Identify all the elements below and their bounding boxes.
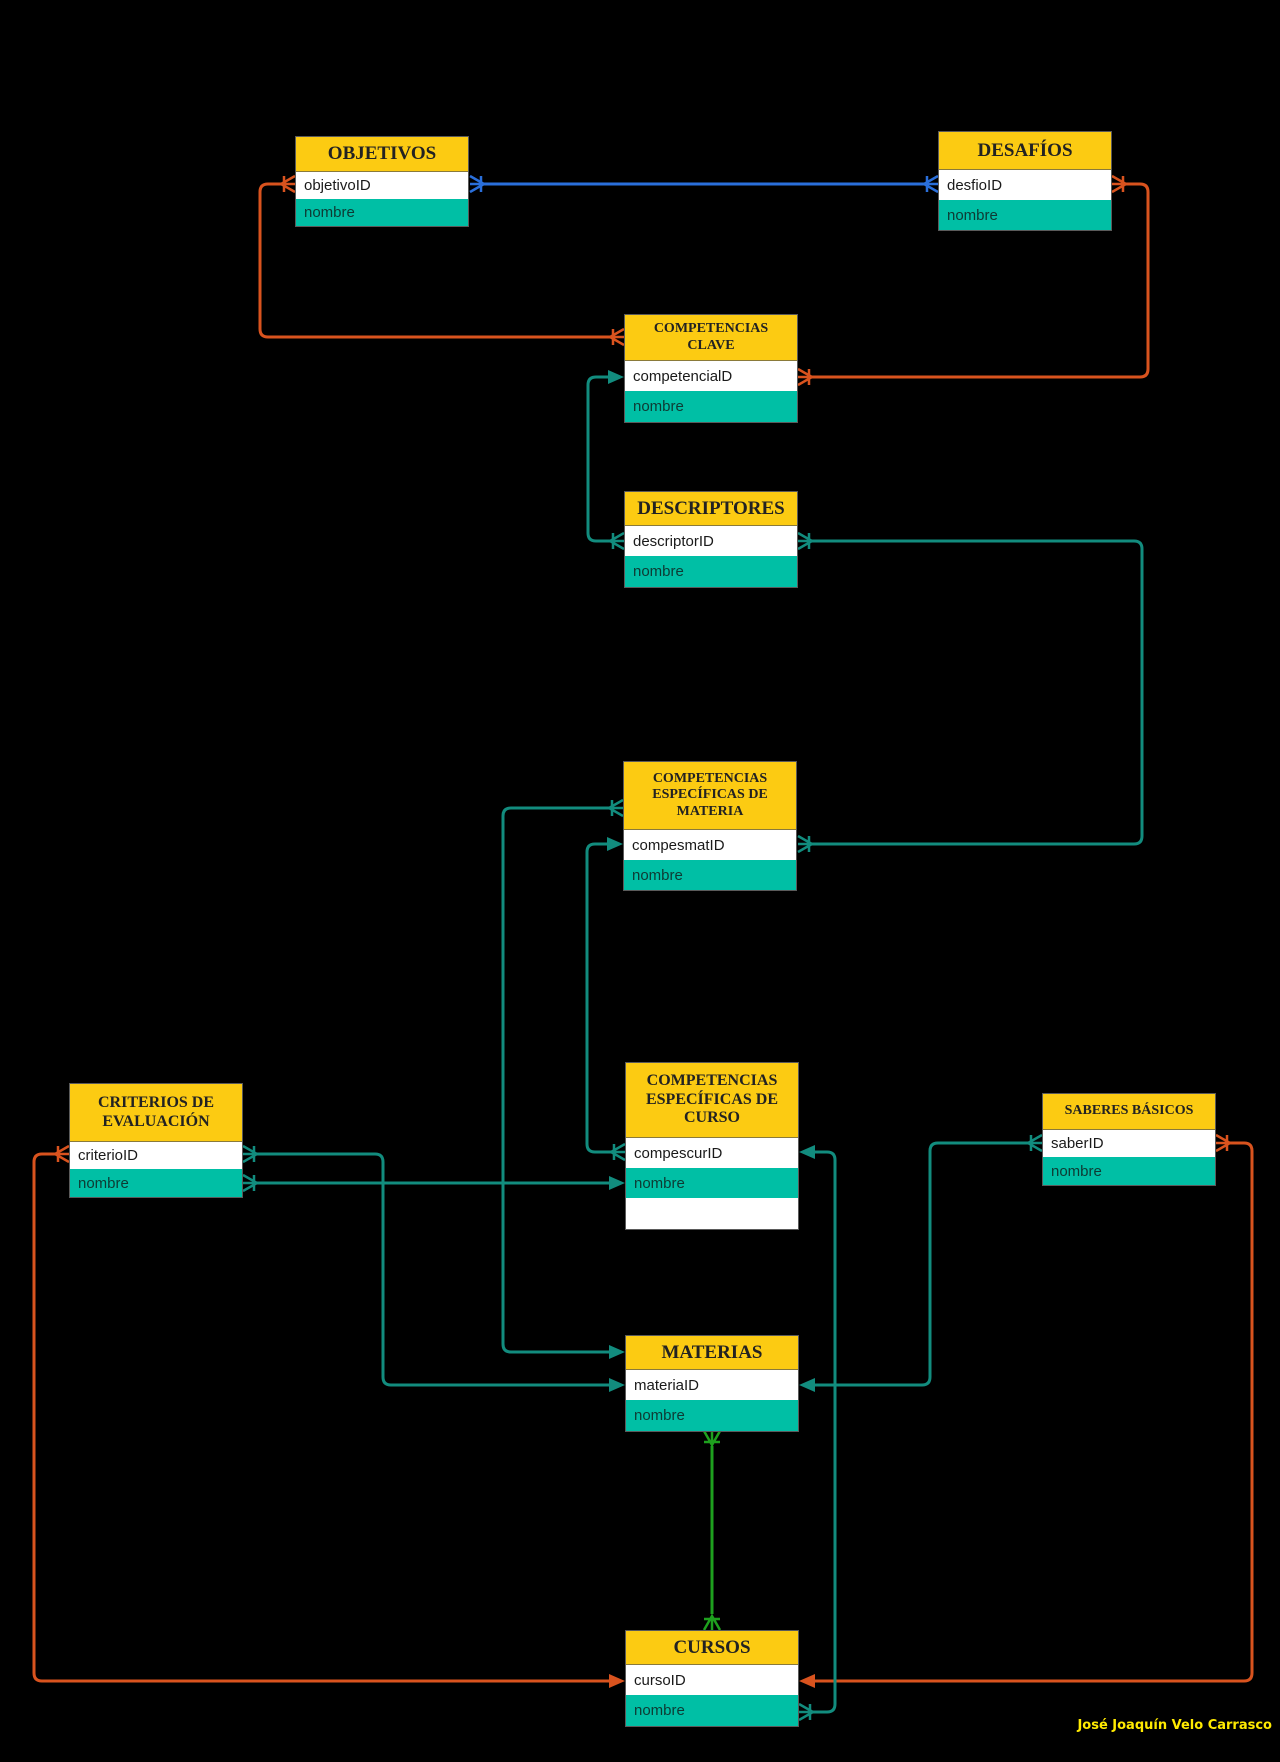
author-credit: José Joaquín Velo Carrasco [1077, 1718, 1272, 1733]
arrow-materias-key-left [609, 1378, 625, 1392]
crowfoot-saberes-right [1215, 1133, 1233, 1153]
entity-title: OBJETIVOS [296, 137, 468, 172]
entity-attribute-field: nombre [70, 1169, 242, 1197]
entity-criterios-evaluacion[interactable]: CRITERIOS DE EVALUACIÓN criterioID nombr… [69, 1083, 243, 1198]
crowfoot-criterios-attr [242, 1173, 260, 1193]
entity-attribute-field: nombre [939, 200, 1111, 230]
entity-key-field: descriptorID [625, 526, 797, 556]
link-criterios-cursos [32, 1152, 609, 1683]
entity-title: CRITERIOS DE EVALUACIÓN [70, 1084, 242, 1142]
arrow-materias-key-right [799, 1378, 815, 1392]
entity-title: CURSOS [626, 1631, 798, 1665]
crowfoot-comp-esp-materia-top [606, 798, 624, 818]
entity-key-field: cursoID [626, 1665, 798, 1695]
crowfoot-materias-bottom [702, 1430, 722, 1448]
entity-title: MATERIAS [626, 1336, 798, 1370]
entity-title: DESCRIPTORES [625, 492, 797, 526]
entity-key-field: compescurID [626, 1138, 798, 1168]
entity-key-field: desfioID [939, 170, 1111, 200]
entity-materias[interactable]: MATERIAS materiaID nombre [625, 1335, 799, 1432]
entity-title: DESAFÍOS [939, 132, 1111, 170]
crowfoot-competencias-clave-top [607, 327, 625, 347]
entity-attribute-field: nombre [625, 556, 797, 587]
crowfoot-objetivos-left [278, 174, 296, 194]
entity-key-field: saberID [1043, 1130, 1215, 1157]
crowfoot-comp-esp-curso-key [608, 1142, 626, 1162]
crowfoot-descriptores-left [607, 531, 625, 551]
entity-title: COMPETENCIAS CLAVE [625, 315, 797, 361]
entity-descriptores[interactable]: DESCRIPTORES descriptorID nombre [624, 491, 798, 588]
entity-title: COMPETENCIAS ESPECÍFICAS DE CURSO [626, 1063, 798, 1138]
entity-competencias-especificas-materia[interactable]: COMPETENCIAS ESPECÍFICAS DE MATERIA comp… [623, 761, 797, 891]
link-saberes-materias [815, 1141, 1028, 1387]
arrow-comp-esp-curso-key [799, 1145, 815, 1159]
crowfoot-comp-esp-materia-key [797, 834, 815, 854]
crowfoot-descriptores-right [797, 531, 815, 551]
entity-cursos[interactable]: CURSOS cursoID nombre [625, 1630, 799, 1727]
link-comp-esp-curso-cursos [813, 1150, 837, 1714]
arrow-materias-top [609, 1345, 625, 1359]
entity-desafios[interactable]: DESAFÍOS desfioID nombre [938, 131, 1112, 231]
link-criterios-materias [257, 1152, 609, 1387]
crowfoot-competencias-clave-key [797, 367, 815, 387]
entity-key-field: criterioID [70, 1142, 242, 1169]
arrow-comp-esp-materia-key [607, 837, 623, 851]
arrow-competencias-clave [608, 370, 624, 384]
entity-title: SABERES BÁSICOS [1043, 1094, 1215, 1130]
crowfoot-saberes-left [1025, 1133, 1043, 1153]
link-descriptores-comp-esp-materia [812, 539, 1144, 846]
arrow-cursos-key-right [799, 1674, 815, 1688]
link-comp-esp-materia-comp-esp-curso [585, 842, 611, 1154]
entity-attribute-field: nombre [296, 199, 468, 226]
crowfoot-cursos-attr [798, 1702, 816, 1722]
entity-saberes-basicos[interactable]: SABERES BÁSICOS saberID nombre [1042, 1093, 1216, 1186]
entity-competencias-clave[interactable]: COMPETENCIAS CLAVE competencialD nombre [624, 314, 798, 423]
entity-competencias-especificas-curso[interactable]: COMPETENCIAS ESPECÍFICAS DE CURSO compes… [625, 1062, 799, 1230]
link-competencias-clave-descriptores [586, 375, 610, 543]
entity-attribute-field: nombre [626, 1168, 798, 1198]
entity-title: COMPETENCIAS ESPECÍFICAS DE MATERIA [624, 762, 796, 830]
entity-key-field: objetivoID [296, 172, 468, 199]
entity-attribute-field: nombre [624, 860, 796, 890]
crowfoot-desafios [921, 174, 939, 194]
entity-attribute-field: nombre [625, 391, 797, 422]
crowfoot-criterios-key [242, 1144, 260, 1164]
entity-attribute-field: nombre [626, 1400, 798, 1431]
entity-key-field: compesmatID [624, 830, 796, 860]
link-saberes-cursos [815, 1141, 1254, 1683]
entity-key-field: materiaID [626, 1370, 798, 1400]
link-objetivos-competencias-clave [258, 182, 610, 339]
entity-attribute-field: nombre [1043, 1157, 1215, 1185]
crowfoot-objetivos [469, 174, 487, 194]
entity-attribute-field: nombre [626, 1695, 798, 1726]
arrow-comp-esp-curso-attr [609, 1176, 625, 1190]
entity-empty-field [626, 1198, 798, 1229]
crowfoot-cursos-top [702, 1613, 722, 1631]
link-comp-esp-materia-materias [501, 806, 609, 1354]
entity-key-field: competencialD [625, 361, 797, 391]
crowfoot-criterios-left [52, 1144, 70, 1164]
arrow-cursos-key-left [609, 1674, 625, 1688]
entity-objetivos[interactable]: OBJETIVOS objetivoID nombre [295, 136, 469, 227]
link-desafios-competencias-clave [812, 182, 1150, 379]
crowfoot-desafios-right [1111, 174, 1129, 194]
